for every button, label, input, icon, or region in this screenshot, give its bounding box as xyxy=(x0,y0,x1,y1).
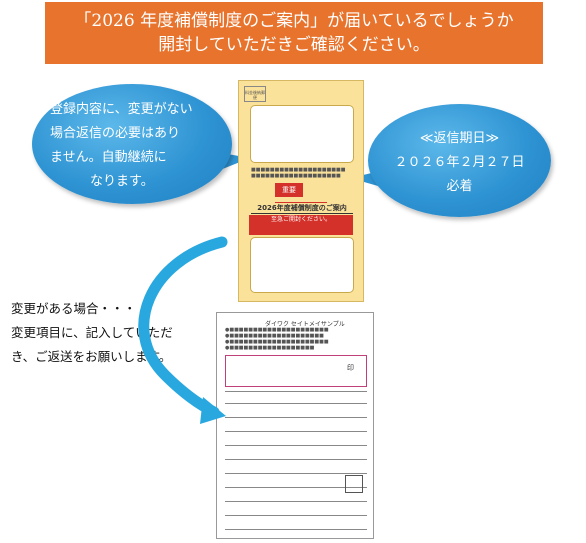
important-badge: 重要 xyxy=(275,183,303,197)
envelope-fine-print: ■■■■■■■■■■■■■■■■■■■■■■■■■■■■■■■■■■■■■■■ xyxy=(251,167,346,179)
form-signature-box xyxy=(225,355,367,387)
form-header-text: ●■■■■■■■■■■■■■■■■■■■■■●■■■■■■■■■■■■■■■■■… xyxy=(225,327,329,351)
envelope-red-band: 至急ご開封ください。 xyxy=(249,215,353,235)
form-name: ダイワク セイトメイサンプル xyxy=(265,321,345,328)
form-rule xyxy=(225,487,367,488)
form-rule xyxy=(225,391,367,392)
info-bubble-left: 登録内容に、変更がない 場合返信の必要はあり ません。自動継続に なります。 xyxy=(32,84,232,204)
reply-form-image: ダイワク セイトメイサンプル ●■■■■■■■■■■■■■■■■■■■■■●■■… xyxy=(216,312,374,539)
form-stamp-mark: 印 xyxy=(347,364,354,372)
bubble-left-line-1: 登録内容に、変更がない xyxy=(50,102,193,117)
banner-line-1: 「2026 年度補償制度のご案内」が届いているでしょうか xyxy=(74,11,514,31)
instructions-line-2: 変更項目に、記入していただ xyxy=(11,325,173,340)
deadline-bubble: ≪返信期日≫ ２０２６年２月２７日 必着 xyxy=(368,104,551,217)
form-rule xyxy=(225,515,367,516)
instructions-line-3: き、ご返送をお願いします。 xyxy=(11,349,172,364)
bubble-left-line-3: ません。自動継続に xyxy=(50,150,167,165)
important-underline xyxy=(275,197,327,203)
form-rule xyxy=(225,431,367,432)
bubble-left-line-2: 場合返信の必要はあり xyxy=(50,126,181,141)
form-rule xyxy=(225,417,367,418)
banner-line-2: 開封していただきご確認ください。 xyxy=(158,35,430,55)
deadline-note: 必着 xyxy=(446,179,473,194)
change-instructions: 変更がある場合・・・ 変更項目に、記入していただ き、ご返送をお願いします。 xyxy=(11,297,207,369)
envelope-title: 2026年度補償制度のご案内 xyxy=(251,203,353,214)
envelope-image: 料金後納郵便 ■■■■■■■■■■■■■■■■■■■■■■■■■■■■■■■■■… xyxy=(238,80,364,302)
form-rule xyxy=(225,403,367,404)
form-rule xyxy=(225,473,367,474)
form-rule xyxy=(225,501,367,502)
instructions-line-1: 変更がある場合・・・ xyxy=(11,301,137,316)
form-seal-box xyxy=(345,475,363,493)
envelope-window-top xyxy=(250,105,354,163)
postage-mark: 料金後納郵便 xyxy=(244,86,266,102)
bubble-left-line-4: なります。 xyxy=(90,174,154,189)
deadline-label: ≪返信期日≫ xyxy=(419,131,500,146)
form-rule xyxy=(225,459,367,460)
header-banner: 「2026 年度補償制度のご案内」が届いているでしょうか 開封していただきご確認… xyxy=(45,2,543,64)
form-rule xyxy=(225,529,367,530)
envelope-window-bottom xyxy=(250,237,354,293)
envelope-subtitle: 至急ご開封ください。 xyxy=(270,216,331,223)
form-rule xyxy=(225,445,367,446)
deadline-date: ２０２６年２月２７日 xyxy=(394,155,525,170)
